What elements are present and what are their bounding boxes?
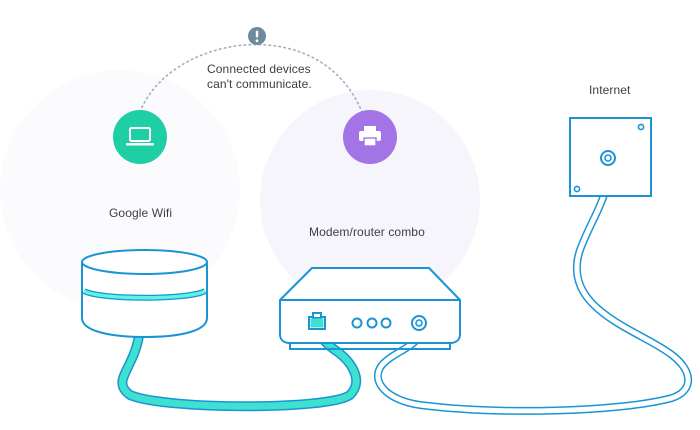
modem-router-label: Modem/router combo <box>309 225 425 239</box>
google-wifi-device <box>81 249 208 338</box>
wall-coax-port-icon <box>600 150 616 166</box>
status-light-1 <box>351 317 363 329</box>
wifi-halo <box>0 70 240 310</box>
router-internet-cable <box>373 154 693 415</box>
warning-message: Connected devices can't communicate. <box>207 62 337 92</box>
dotted-connection-arc <box>139 43 363 113</box>
ethernet-port-icon <box>308 312 326 330</box>
internet-label: Internet <box>589 83 631 97</box>
warning-message-line-1: Connected devices <box>207 62 311 76</box>
coax-port-icon <box>411 315 427 331</box>
status-light-2 <box>366 317 378 329</box>
google-wifi-label: Google Wifi <box>109 206 173 220</box>
laptop-icon <box>113 110 167 164</box>
warning-icon <box>248 27 266 45</box>
status-light-3 <box>380 317 392 329</box>
warning-message-line-2: can't communicate. <box>207 77 312 91</box>
internet-wall-plate <box>569 117 652 197</box>
modem-router-device <box>279 267 461 350</box>
printer-icon <box>343 110 397 164</box>
router-halo <box>260 90 480 310</box>
